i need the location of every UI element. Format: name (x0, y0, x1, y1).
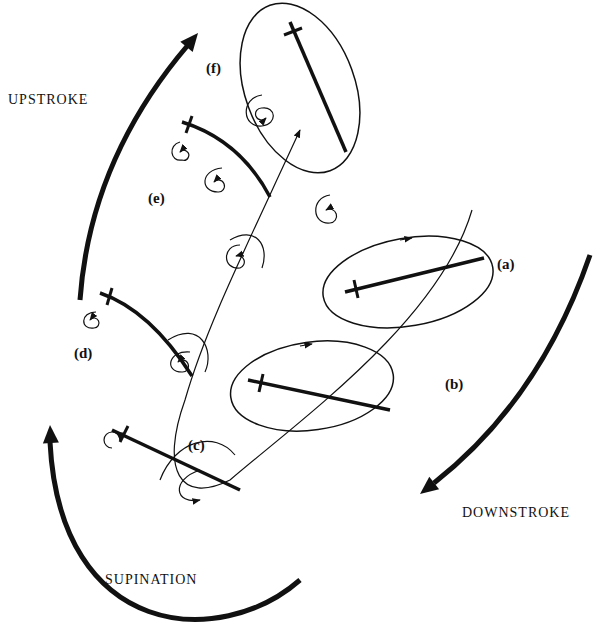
arrowhead (420, 477, 439, 494)
vortex-curl (171, 352, 190, 372)
arrowhead (43, 425, 59, 443)
leading-edge-tick (186, 116, 192, 133)
panel-letter: (a) (497, 256, 515, 273)
vortex-curl (246, 95, 273, 126)
stroke-label: UPSTROKE (8, 92, 88, 107)
panel-letter: (d) (74, 345, 92, 362)
flow-arrow (300, 344, 312, 346)
supination-arrow (50, 442, 300, 619)
vortex-curl (230, 235, 264, 268)
stroke-label: SUPINATION (105, 572, 197, 587)
leading-edge-tick (354, 280, 358, 298)
wing-section (345, 258, 484, 292)
wing-section (182, 122, 270, 197)
panel-letter: (c) (188, 437, 205, 454)
vortex-curl (316, 195, 337, 223)
leading-edge-tick (284, 28, 302, 35)
vortex-curl (205, 168, 224, 192)
arrowhead (180, 33, 198, 52)
downstroke-arrow (434, 255, 590, 483)
vortex-ring (218, 0, 382, 190)
wing-section (248, 380, 390, 410)
vortex-ring (225, 331, 400, 441)
vortex-curl (168, 333, 208, 372)
panel-letter: (e) (148, 190, 165, 207)
panel-letter: (b) (445, 376, 463, 393)
vortex-ring (316, 224, 501, 341)
vortex-curl (227, 245, 245, 268)
wing-section (112, 430, 240, 490)
leading-edge-tick (107, 288, 112, 305)
vortex-curl (172, 142, 189, 160)
leading-edge-tick (259, 374, 263, 392)
leading-edge-tick (120, 426, 128, 442)
vortex-curl (84, 312, 99, 328)
flow-arrow (400, 238, 412, 240)
upstroke-arrow (80, 45, 188, 300)
wing-section (290, 22, 346, 152)
vortex-curl (179, 470, 200, 501)
panel-letter: (f) (206, 60, 221, 77)
stroke-label: DOWNSTROKE (462, 505, 570, 520)
wingtip-path (174, 130, 472, 488)
vortex-curl (104, 432, 120, 448)
